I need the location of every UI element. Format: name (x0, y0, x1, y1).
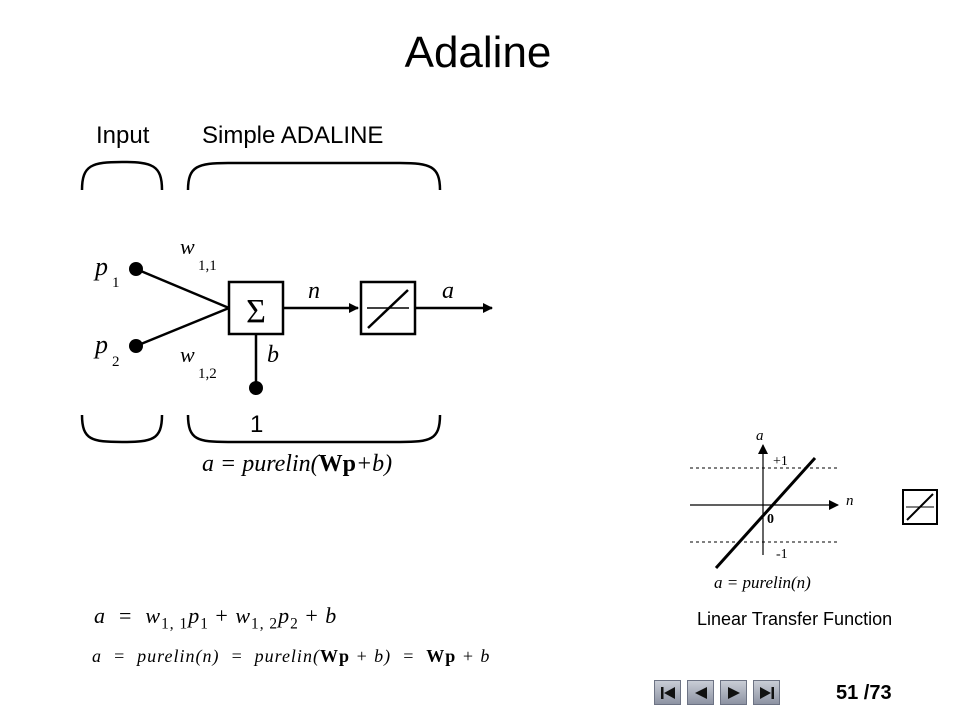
slide-title: Adaline (404, 28, 552, 77)
w11-subscript: 1,1 (198, 258, 217, 274)
last-icon (759, 686, 774, 699)
w11-label: w (180, 234, 195, 259)
adaline-bottom-brace (186, 414, 442, 444)
first-icon (660, 686, 675, 699)
p2-subscript: 2 (112, 354, 120, 370)
plot-formula: a = purelin(n) (714, 573, 811, 592)
weight-line-2 (135, 306, 230, 348)
weight-line-1 (135, 267, 230, 310)
input-label: Input (96, 122, 150, 149)
plot-caption: Linear Transfer Function (697, 609, 892, 629)
input-bottom-brace (80, 414, 164, 444)
plus-one-label: +1 (773, 454, 788, 469)
next-slide-button[interactable] (720, 680, 747, 705)
transfer-function-plot: a n +1 0 -1 a = purelin(n) Linear Transf… (690, 428, 892, 629)
adaline-formula: a = purelin(Wp+b) (202, 451, 392, 477)
previous-icon (694, 686, 707, 699)
bias-input-label: 1 (250, 411, 263, 438)
equation-matrix: a = purelin(n) = purelin(Wp + b) = Wp + … (92, 646, 491, 666)
w12-subscript: 1,2 (198, 366, 217, 382)
p2-label: p (93, 330, 108, 359)
b-label: b (267, 342, 279, 368)
input-top-brace (80, 160, 164, 191)
simple-adaline-label: Simple ADALINE (202, 122, 383, 149)
page-indicator: 51 /73 (836, 682, 892, 704)
zero-label: 0 (767, 512, 774, 527)
first-slide-button[interactable] (654, 680, 681, 705)
bias-node (249, 381, 263, 395)
linear-transfer-icon (367, 289, 409, 329)
plot-n-label: n (846, 493, 854, 509)
next-icon (727, 686, 740, 699)
p1-label: p (93, 252, 108, 281)
plot-a-label: a (756, 428, 764, 444)
adaline-top-brace (186, 161, 442, 191)
small-transfer-icon (906, 493, 934, 521)
slide-navigation (654, 680, 780, 705)
last-slide-button[interactable] (753, 680, 780, 705)
a-label: a (442, 278, 454, 304)
n-label: n (308, 278, 320, 304)
minus-one-label: -1 (776, 547, 788, 562)
sigma-icon: Σ (246, 293, 266, 330)
p1-subscript: 1 (112, 275, 120, 291)
equation-expanded: a = w1, 1p1 + w1, 2p2 + b (94, 603, 338, 633)
linear-function-line (714, 456, 817, 570)
previous-slide-button[interactable] (687, 680, 714, 705)
w12-label: w (180, 342, 195, 367)
